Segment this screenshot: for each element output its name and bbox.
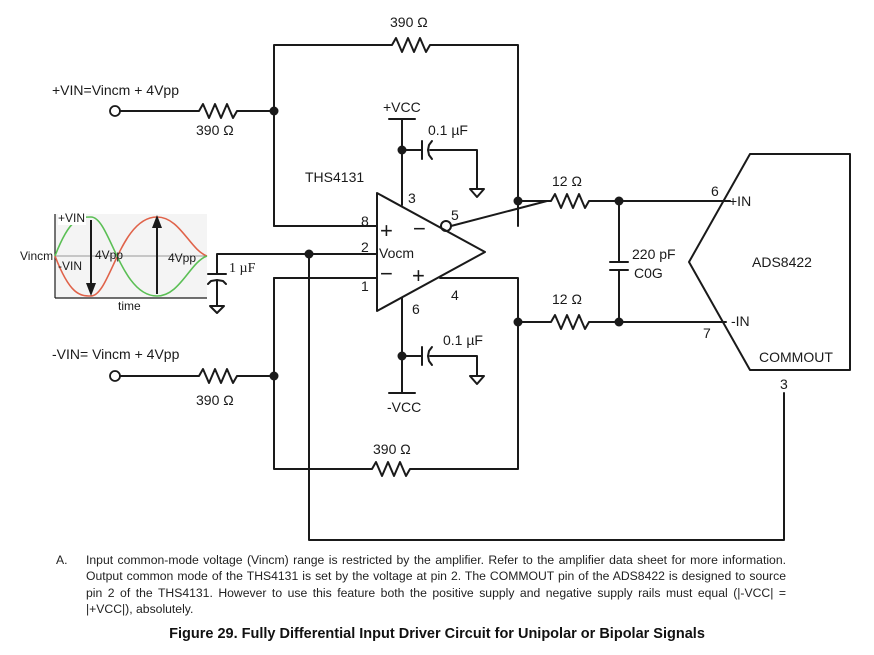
r-series-bottom-label: 12 Ω [552, 291, 582, 307]
waveform-inset [54, 212, 208, 299]
amp-pin4-label: 4 [451, 287, 459, 303]
cap-decoup-bottom-label: 0.1 µF [443, 332, 483, 348]
cap-vocm-label: 1 µF [229, 261, 256, 276]
amp-plus-top: + [380, 218, 393, 243]
gnd-vocm [209, 305, 225, 314]
adc-name-label: ADS8422 [752, 254, 812, 270]
wave-amp2-label: 4Vpp [168, 251, 196, 265]
adc-inpos-label: +IN [729, 193, 751, 209]
wire-top-feedback [273, 37, 519, 227]
gnd-top [469, 188, 485, 198]
opamp-symbol [376, 192, 486, 312]
cap-decoup-top-label: 0.1 µF [428, 122, 468, 138]
footnote-letter: A. [56, 553, 68, 567]
wire-series-bottom [517, 314, 717, 330]
adc-pin6-label: 6 [711, 183, 719, 199]
schematic-diagram: 390 Ω +VIN=Vincm + 4Vpp 390 Ω +VCC 0.1 µ… [20, 14, 851, 541]
wire-decoup-bottom-gnd [429, 355, 478, 377]
wire-decoup-top-gnd [429, 149, 478, 190]
r-feedback-top-label: 390 Ω [390, 14, 428, 30]
vcc-label: +VCC [383, 99, 421, 115]
r-feedback-bottom-label: 390 Ω [373, 441, 411, 457]
wire-pin2 [216, 253, 378, 275]
amp-pin6-label: 6 [412, 301, 420, 317]
figure-caption: Figure 29. Fully Differential Input Driv… [169, 626, 705, 642]
gnd-bottom [469, 375, 485, 385]
wire-series-top [517, 193, 717, 209]
cap-decoup-top-curve [427, 140, 433, 160]
adc-pin3-label: 3 [780, 376, 788, 392]
wire-commout-return [308, 253, 785, 541]
wire-pin4 [439, 277, 519, 323]
cap-diff-type-label: C0G [634, 265, 663, 281]
cap-diff-value-label: 220 pF [632, 246, 676, 262]
amp-pin1-label: 1 [361, 278, 369, 294]
wave-amp1-label: 4Vpp [95, 248, 123, 262]
opamp-output-bubble [440, 220, 452, 232]
waveform-red [54, 216, 208, 297]
cap-decoup-bottom-curve [427, 346, 433, 366]
vin-neg-terminal [109, 370, 121, 382]
vocm-label: Vocm [379, 245, 414, 261]
wave-vin-pos-label: +VIN [58, 211, 85, 225]
wire-pin5 [450, 200, 548, 227]
wire-vin-pos [119, 103, 275, 119]
vin-pos-terminal [109, 105, 121, 117]
r-input-pos-label: 390 Ω [196, 122, 234, 138]
amp-pin8-label: 8 [361, 213, 369, 229]
adc-pin7-label: 7 [703, 325, 711, 341]
adc-commout-label: COMMOUT [759, 349, 833, 365]
adc-block [688, 153, 851, 371]
vin-neg-label: -VIN= Vincm + 4Vpp [52, 346, 180, 362]
r-input-neg-label: 390 Ω [196, 392, 234, 408]
amp-minus-top: − [413, 216, 426, 241]
wave-vincm-label: Vincm [20, 249, 53, 263]
amp-name-label: THS4131 [305, 169, 364, 185]
junction-dots [269, 106, 624, 381]
wave-time-label: time [118, 299, 141, 313]
wave-vin-neg-label: -VIN [58, 259, 82, 273]
vee-label: -VCC [387, 399, 421, 415]
footnote-text: Input common-mode voltage (Vincm) range … [86, 553, 786, 617]
amp-pin5-label: 5 [451, 207, 459, 223]
footnote: A. Input common-mode voltage (Vincm) ran… [56, 552, 786, 618]
amp-plus-bottom: + [412, 263, 425, 288]
vin-pos-label: +VIN=Vincm + 4Vpp [52, 82, 179, 98]
adc-inneg-label: -IN [731, 313, 750, 329]
amp-pin2-label: 2 [361, 239, 369, 255]
amp-pin3-label: 3 [408, 190, 416, 206]
wire-vin-neg [119, 368, 275, 384]
amp-minus-bottom: − [380, 261, 393, 286]
wire-bottom-feedback [273, 277, 519, 477]
r-series-top-label: 12 Ω [552, 173, 582, 189]
